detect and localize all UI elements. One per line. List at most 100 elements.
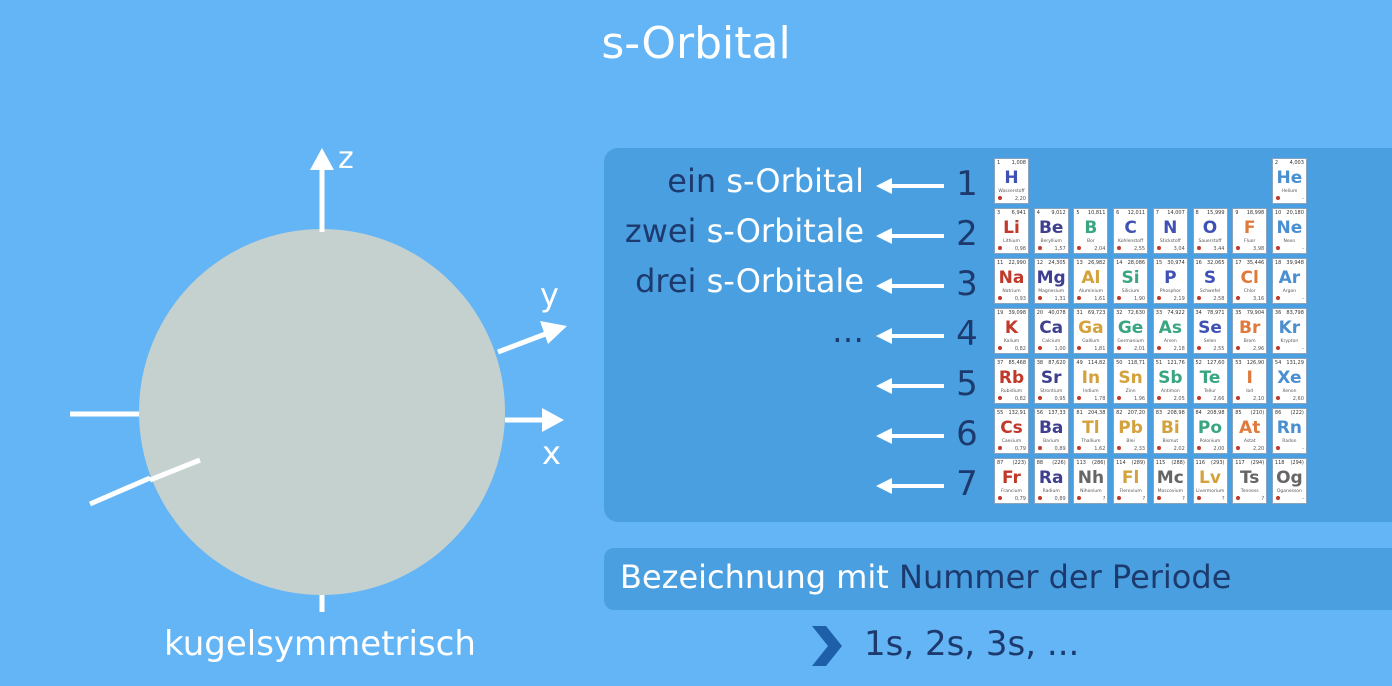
element-name: Zinn	[1125, 389, 1136, 394]
electronegativity: 0,89	[1054, 446, 1066, 452]
sphere-caption: kugelsymmetrisch	[164, 624, 476, 664]
element-symbol: Og	[1276, 468, 1303, 488]
state-dot-icon	[1275, 346, 1280, 350]
atomic-mass: 1,008	[1011, 160, 1026, 166]
electronegativity: 1,90	[1133, 296, 1146, 302]
state-dot-icon	[1196, 496, 1201, 500]
electronegativity: 2,60	[1292, 396, 1304, 402]
element-symbol: Ca	[1039, 318, 1064, 338]
atomic-mass: 69,723	[1087, 310, 1106, 316]
period-label-count: ein	[667, 162, 727, 200]
atomic-number: 54	[1274, 360, 1282, 366]
element-name: Radium	[1042, 489, 1060, 494]
naming-prefix: Bezeichnung mit	[620, 558, 899, 596]
atomic-number: 116	[1195, 460, 1206, 466]
state-dot-icon	[1077, 396, 1082, 400]
atomic-mass: 22,990	[1008, 260, 1027, 266]
atomic-number: 85	[1235, 410, 1242, 416]
element-symbol: F	[1243, 218, 1256, 238]
state-dot-icon	[1275, 396, 1280, 400]
element-name: Natrium	[1002, 289, 1021, 294]
state-dot-icon	[1037, 346, 1042, 350]
atomic-mass: 83,798	[1286, 310, 1304, 316]
period-number-5: 5	[956, 364, 978, 404]
element-symbol: Xe	[1277, 368, 1302, 388]
state-dot-icon	[1117, 346, 1122, 350]
electronegativity: 0,82	[1014, 346, 1026, 352]
element-symbol: Ba	[1038, 418, 1064, 438]
electronegativity: 1,61	[1094, 296, 1106, 302]
electronegativity: 1,81	[1094, 346, 1106, 352]
left-arrow-icon	[876, 178, 944, 194]
electronegativity: 0,79	[1014, 446, 1026, 452]
naming-highlight: Nummer der Periode	[899, 558, 1232, 596]
electronegativity: 2,01	[1133, 346, 1146, 352]
element-symbol: Si	[1121, 268, 1140, 288]
atomic-number: 36	[1274, 310, 1282, 316]
state-dot-icon	[1156, 396, 1161, 400]
electronegativity: -	[1302, 196, 1304, 202]
period-label-orbital: s-Orbital	[726, 162, 864, 200]
state-dot-icon	[1117, 496, 1122, 500]
period-label-count: zwei	[624, 212, 707, 250]
period-label-count: …	[832, 312, 864, 350]
atomic-mass: 20,180	[1286, 210, 1304, 216]
state-dot-icon	[1117, 246, 1122, 250]
atomic-mass: 85,468	[1008, 360, 1027, 366]
electronegativity: 0,93	[1014, 296, 1026, 302]
element-symbol: Bi	[1160, 418, 1180, 438]
atomic-mass: 118,71	[1127, 360, 1146, 366]
atomic-number: 19	[997, 310, 1004, 316]
element-symbol: H	[1004, 168, 1019, 188]
element-name: Kalium	[1003, 339, 1020, 344]
electronegativity: 3,16	[1253, 296, 1265, 302]
element-name: Chlor	[1243, 289, 1256, 294]
atomic-mass: 207,20	[1127, 410, 1146, 416]
atomic-number: 33	[1155, 310, 1163, 316]
element-symbol: Li	[1003, 218, 1020, 238]
electronegativity: 2,20	[1253, 446, 1265, 452]
element-symbol: Cs	[1000, 418, 1023, 438]
element-symbol: He	[1276, 168, 1303, 188]
atomic-mass: 6,941	[1011, 210, 1026, 216]
atomic-mass: 79,904	[1246, 310, 1265, 316]
state-dot-icon	[1156, 446, 1161, 450]
state-dot-icon	[1037, 296, 1042, 300]
electronegativity: 2,33	[1133, 446, 1146, 452]
period-number-3: 3	[956, 264, 978, 304]
period-label-4: …	[832, 312, 864, 350]
element-name: Caesium	[1001, 439, 1022, 444]
element-name: Astat	[1243, 439, 1256, 444]
atomic-mass: 137,33	[1048, 410, 1066, 416]
atomic-mass: 30,974	[1167, 260, 1185, 266]
element-symbol: Mg	[1036, 268, 1066, 288]
electronegativity: 2,55	[1133, 246, 1146, 252]
element-symbol: Te	[1199, 368, 1221, 388]
element-name: Brom	[1243, 339, 1256, 344]
atomic-mass: (294)	[1290, 460, 1304, 466]
y-axis-back	[89, 475, 151, 507]
atomic-mass: 204,38	[1087, 410, 1106, 416]
x-axis-arrowhead	[542, 408, 564, 432]
atomic-number: 1	[997, 160, 1001, 166]
state-dot-icon	[1037, 496, 1042, 500]
period-number-1: 1	[956, 164, 978, 204]
period-number-2: 2	[956, 214, 978, 254]
atomic-number: 114	[1116, 460, 1126, 466]
state-dot-icon	[1236, 296, 1241, 300]
